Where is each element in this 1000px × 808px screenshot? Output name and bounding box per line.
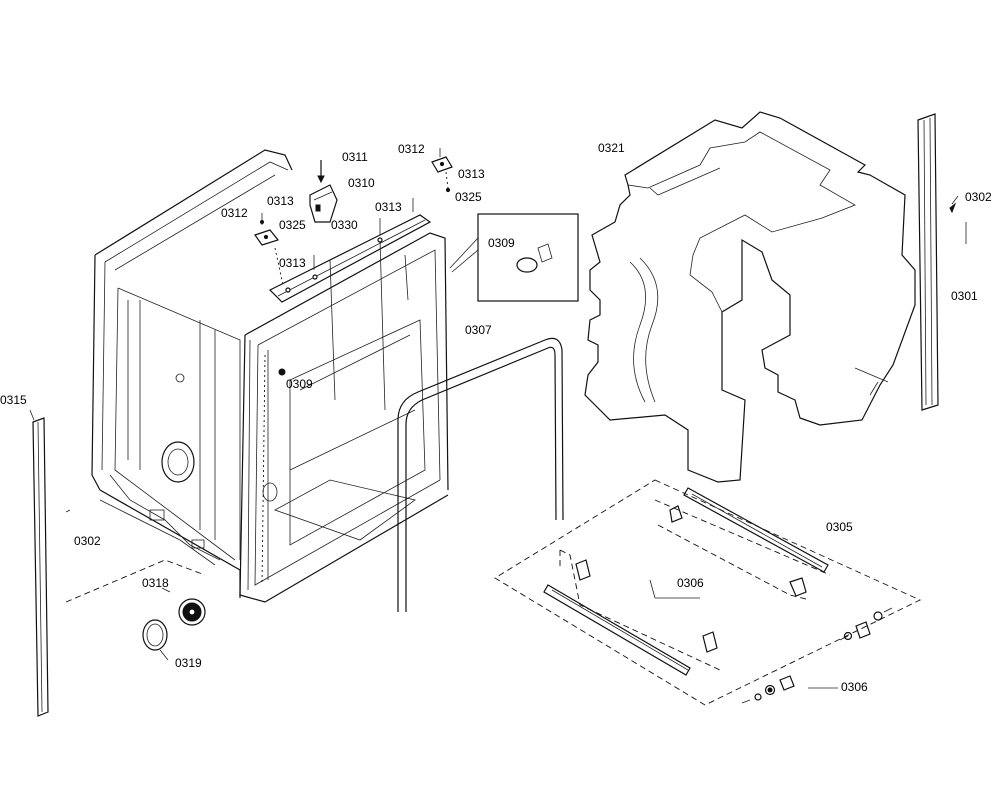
label-0306-b: 0306 xyxy=(841,680,868,694)
top-hardware xyxy=(254,148,453,293)
label-0302-right: 0302 xyxy=(965,190,992,204)
callout-0309 xyxy=(278,213,579,376)
right-side-trim xyxy=(917,113,967,411)
rail-assembly xyxy=(494,479,922,706)
label-0305: 0305 xyxy=(826,520,853,534)
label-0325-b: 0325 xyxy=(455,190,482,204)
label-0321: 0321 xyxy=(598,141,625,155)
left-side-trim xyxy=(29,409,71,717)
label-0313-d: 0313 xyxy=(458,167,485,181)
label-0313-c: 0313 xyxy=(279,256,306,270)
label-0310: 0310 xyxy=(348,176,375,190)
label-0302-left: 0302 xyxy=(74,534,101,548)
label-0306-a: 0306 xyxy=(677,576,704,590)
label-0311: 0311 xyxy=(342,150,368,164)
label-0315: 0315 xyxy=(0,393,27,407)
label-0325-a: 0325 xyxy=(279,218,306,232)
label-0309: 0309 xyxy=(286,377,313,391)
label-0313-a: 0313 xyxy=(267,194,294,208)
label-0313-b: 0313 xyxy=(375,200,402,214)
door-gasket xyxy=(397,337,564,612)
tub-assembly xyxy=(91,149,449,603)
label-0307: 0307 xyxy=(465,323,492,337)
insulation-blanket xyxy=(584,111,916,483)
label-0309-callout: 0309 xyxy=(488,236,515,250)
label-0312-b: 0312 xyxy=(398,142,425,156)
label-0330: 0330 xyxy=(331,218,358,232)
label-0319: 0319 xyxy=(175,656,202,670)
label-0301: 0301 xyxy=(951,289,978,303)
pump-parts xyxy=(65,559,206,661)
label-0312-a: 0312 xyxy=(221,206,248,220)
label-0318: 0318 xyxy=(142,576,169,590)
